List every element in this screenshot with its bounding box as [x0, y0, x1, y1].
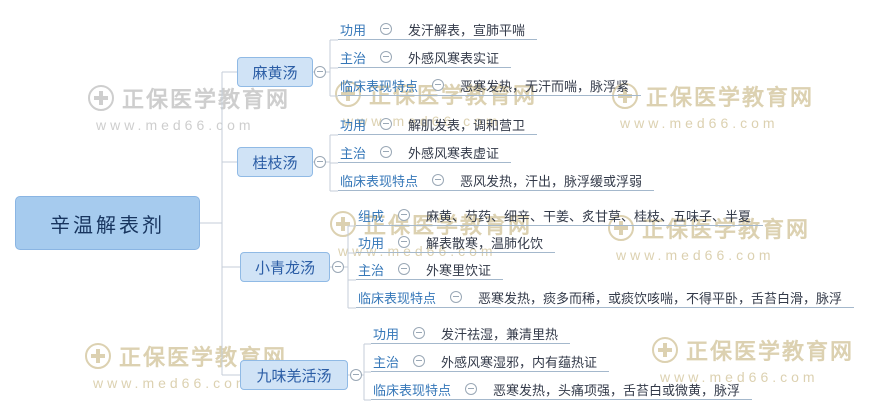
topic-content[interactable]: 恶寒发热，头痛项强，舌苔白或微黄，脉浮: [493, 382, 741, 398]
collapse-icon[interactable]: [380, 23, 393, 35]
collapse-icon[interactable]: [413, 355, 426, 367]
collapse-icon[interactable]: [398, 236, 411, 248]
topic-content[interactable]: 外感风寒表虚证: [408, 145, 500, 161]
topic-content[interactable]: 恶风发热，汗出，脉浮缓或浮弱: [460, 173, 643, 189]
collapse-icon[interactable]: [314, 156, 326, 168]
topic-content[interactable]: 解肌发表，调和营卫: [408, 117, 526, 133]
branch-jiuwei-qianghuo-tang[interactable]: 九味羌活汤: [240, 360, 348, 390]
topic-label[interactable]: 主治: [358, 262, 385, 278]
topic-content[interactable]: 外感风寒湿邪，内有蕴热证: [441, 354, 598, 370]
topic-content[interactable]: 恶寒发热，痰多而稀，或痰饮咳喘，不得平卧，舌苔白滑，脉浮: [478, 290, 843, 306]
topic-row[interactable]: 功用 解肌发表，调和营卫: [338, 116, 538, 135]
topic-label[interactable]: 功用: [340, 22, 367, 38]
topic-content[interactable]: 外感风寒表实证: [408, 50, 500, 66]
topic-label[interactable]: 主治: [340, 145, 367, 161]
topic-label[interactable]: 功用: [358, 235, 385, 251]
collapse-icon[interactable]: [314, 66, 326, 78]
topic-row[interactable]: 临床表现特点 恶寒发热，头痛项强，舌苔白或微黄，脉浮: [371, 381, 753, 400]
topic-label[interactable]: 临床表现特点: [340, 173, 419, 189]
topic-row[interactable]: 临床表现特点 恶风发热，汗出，脉浮缓或浮弱: [338, 172, 655, 191]
collapse-icon[interactable]: [380, 146, 393, 158]
collapse-icon[interactable]: [398, 263, 411, 275]
branch-mahuang-tang[interactable]: 麻黄汤: [237, 57, 313, 87]
topic-row[interactable]: 主治 外感风寒表虚证: [338, 144, 512, 163]
topic-label[interactable]: 临床表现特点: [340, 78, 419, 94]
topic-label[interactable]: 临床表现特点: [358, 290, 437, 306]
topic-content[interactable]: 解表散寒，温肺化饮: [426, 235, 544, 251]
topic-label[interactable]: 功用: [340, 117, 367, 133]
topic-row[interactable]: 主治 外感风寒表实证: [338, 49, 512, 68]
topic-label[interactable]: 功用: [373, 326, 400, 342]
root-node[interactable]: 辛温解表剂: [15, 196, 200, 250]
collapse-icon[interactable]: [450, 291, 463, 303]
topic-content[interactable]: 发汗祛湿，兼清里热: [441, 326, 559, 342]
collapse-icon[interactable]: [350, 369, 362, 381]
topic-content[interactable]: 发汗解表，宣肺平喘: [408, 22, 526, 38]
topic-content[interactable]: 麻黄、芍药、细辛、干姜、炙甘草、桂枝、五味子、半夏: [426, 208, 752, 224]
collapse-icon[interactable]: [413, 327, 426, 339]
topic-label[interactable]: 主治: [373, 354, 400, 370]
collapse-icon[interactable]: [380, 51, 393, 63]
topic-row[interactable]: 临床表现特点 恶寒发热，痰多而稀，或痰饮咳喘，不得平卧，舌苔白滑，脉浮: [356, 289, 855, 308]
collapse-icon[interactable]: [432, 174, 445, 186]
topic-row[interactable]: 组成 麻黄、芍药、细辛、干姜、炙甘草、桂枝、五味子、半夏: [356, 207, 764, 226]
topic-row[interactable]: 临床表现特点 恶寒发热，无汗而喘，脉浮紧: [338, 77, 642, 96]
topic-content[interactable]: 恶寒发热，无汗而喘，脉浮紧: [460, 78, 630, 94]
topic-row[interactable]: 主治 外寒里饮证: [356, 261, 504, 280]
topic-row[interactable]: 功用 解表散寒，温肺化饮: [356, 234, 556, 253]
topic-label[interactable]: 临床表现特点: [373, 382, 452, 398]
collapse-icon[interactable]: [332, 261, 344, 273]
topic-row[interactable]: 功用 发汗解表，宣肺平喘: [338, 21, 538, 40]
topic-content[interactable]: 外寒里饮证: [426, 262, 492, 278]
collapse-icon[interactable]: [380, 118, 393, 130]
collapse-icon[interactable]: [432, 79, 445, 91]
collapse-icon[interactable]: [398, 209, 411, 221]
topic-label[interactable]: 主治: [340, 50, 367, 66]
branch-xiaoqinglong-tang[interactable]: 小青龙汤: [240, 252, 330, 282]
topic-row[interactable]: 主治 外感风寒湿邪，内有蕴热证: [371, 353, 610, 372]
topic-row[interactable]: 功用 发汗祛湿，兼清里热: [371, 325, 571, 344]
branch-guizhi-tang[interactable]: 桂枝汤: [237, 147, 313, 177]
topic-label[interactable]: 组成: [358, 208, 385, 224]
collapse-icon[interactable]: [465, 383, 478, 395]
